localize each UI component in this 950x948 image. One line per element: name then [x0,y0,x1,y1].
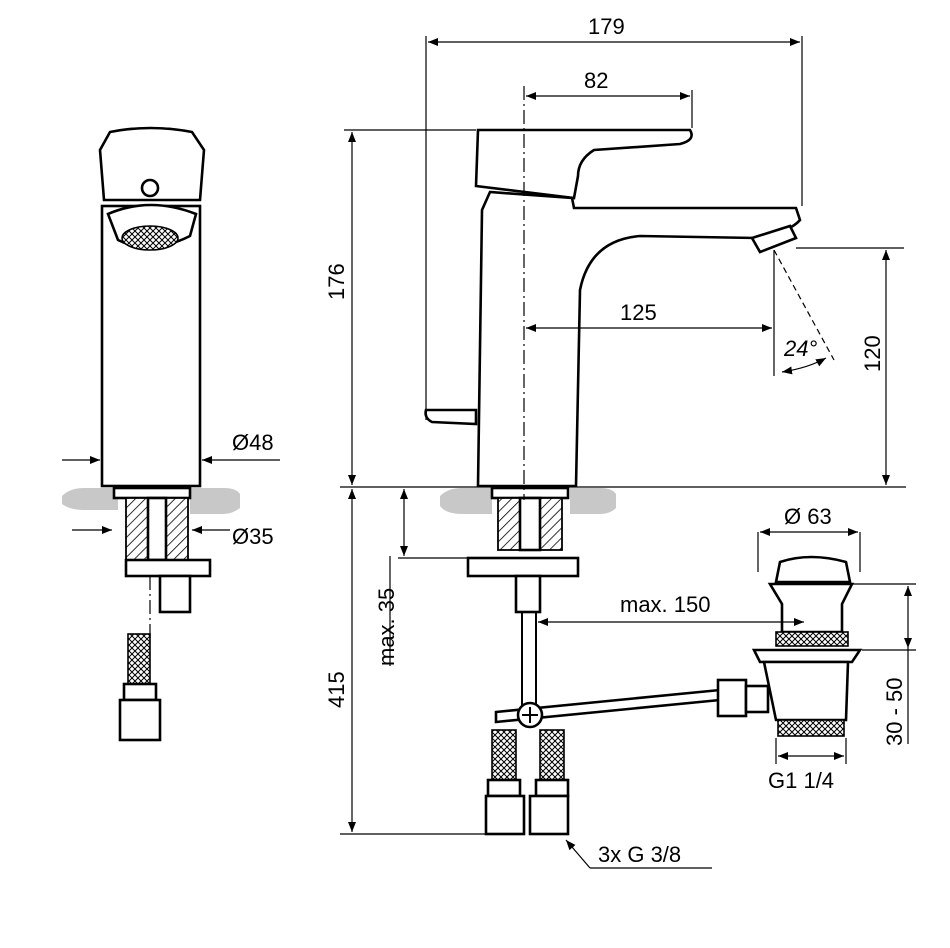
front-spout-nozzle [750,224,798,254]
dim-spout-height: 120 [860,335,885,372]
side-counter-right [190,488,240,514]
front-hose-1-ferrule [486,778,522,798]
waste-body-lower [762,660,850,722]
front-counter-left [440,488,492,514]
side-hose-ferrule [122,682,158,702]
side-lever-dot [140,178,160,198]
dim-lever-length: 82 [584,68,608,93]
waste-side-port [744,684,770,714]
front-shank-center [518,496,542,552]
front-center-nut [514,574,542,614]
side-base-ring [112,486,192,500]
front-shank-right [539,497,563,551]
side-nut [158,574,192,614]
side-hose-nut [118,698,162,742]
side-view: Ø48 Ø35 [62,126,280,742]
front-counter-right [570,488,616,514]
dim-waste-diameter: Ø 63 [784,504,832,529]
dim-spout-reach: 125 [620,300,657,325]
waste-side-nut [716,678,748,718]
dim-connections: 3x G 3/8 [598,842,681,867]
front-popup-knob [424,408,478,426]
waste-plug [774,555,852,584]
side-counter-left [62,488,118,510]
waste-thread-lower [777,719,845,737]
dim-waste-range: 30 - 50 [882,678,907,747]
dim-max-distance: max. 150 [620,592,711,617]
side-body [100,204,202,488]
front-hose-2 [539,729,565,781]
front-hose-1 [491,729,517,781]
dim-total-height: 176 [324,263,349,300]
side-shank-right [165,497,189,561]
side-shank-left [125,497,149,561]
dim-diameter-35: Ø35 [232,524,274,549]
side-lever-cap [98,126,206,202]
dim-spray-angle: 24° [783,336,817,361]
waste-thread-upper [775,631,849,647]
dim-waste-thread: G1 1/4 [768,768,834,793]
front-lever [474,128,693,200]
front-fixing-plate [466,556,580,578]
front-spout-body [476,190,802,488]
front-hose-2-nut [528,794,570,836]
dim-max-thickness: max. 35 [374,588,399,666]
dim-overall-width: 179 [588,14,625,39]
side-aerator [121,225,179,251]
dim-diameter-48: Ø48 [232,430,274,455]
waste-body-upper [767,582,855,634]
side-hose [127,633,151,685]
waste-flange [751,648,863,664]
leader-connections-arrow [565,839,591,869]
front-hose-2-ferrule [534,778,570,798]
spray-angle-arc [781,357,827,375]
side-fixing-plate [124,558,212,578]
side-shank-center [146,496,168,562]
front-base-ring [490,486,570,500]
front-view: 179 82 176 125 24° 120 max. 35 415 max. … [324,14,916,869]
front-shank-left [497,497,521,551]
spray-line [773,249,835,361]
dim-below-counter: 415 [324,671,349,708]
front-hose-1-nut [484,794,526,836]
